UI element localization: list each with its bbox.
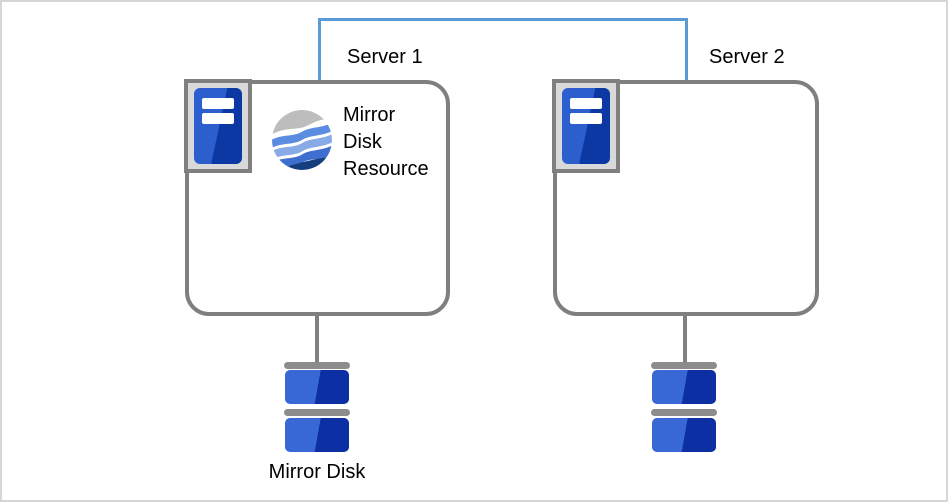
server-drive-slot — [570, 98, 602, 109]
server-tower-body — [194, 88, 242, 164]
server1-mirror-disk-icon — [284, 362, 350, 452]
server1-disk-link — [315, 314, 319, 364]
server1-label: Server 1 — [347, 46, 423, 68]
disk-cap — [284, 362, 350, 369]
server-drive-slot — [202, 113, 234, 124]
mirror-disk-label: Mirror Disk — [268, 461, 366, 483]
server2-label: Server 2 — [709, 46, 785, 68]
disk-cap — [651, 362, 717, 369]
mirror-disk-resource-label: Mirror Disk Resource — [343, 104, 429, 180]
mirror-disk-resource-icon — [272, 110, 332, 170]
server-tower-body — [562, 88, 610, 164]
server-drive-slot — [202, 98, 234, 109]
disk-cap — [284, 409, 350, 416]
disk-platter — [652, 418, 716, 452]
server2-tower-icon — [552, 79, 620, 173]
server2-mirror-disk-icon — [651, 362, 717, 452]
disk-platter — [285, 418, 349, 452]
server-drive-slot — [570, 113, 602, 124]
disk-platter — [652, 370, 716, 404]
server-interconnect-line — [318, 18, 688, 80]
disk-cap — [651, 409, 717, 416]
server2-disk-link — [683, 314, 687, 364]
disk-platter — [285, 370, 349, 404]
server1-tower-icon — [184, 79, 252, 173]
